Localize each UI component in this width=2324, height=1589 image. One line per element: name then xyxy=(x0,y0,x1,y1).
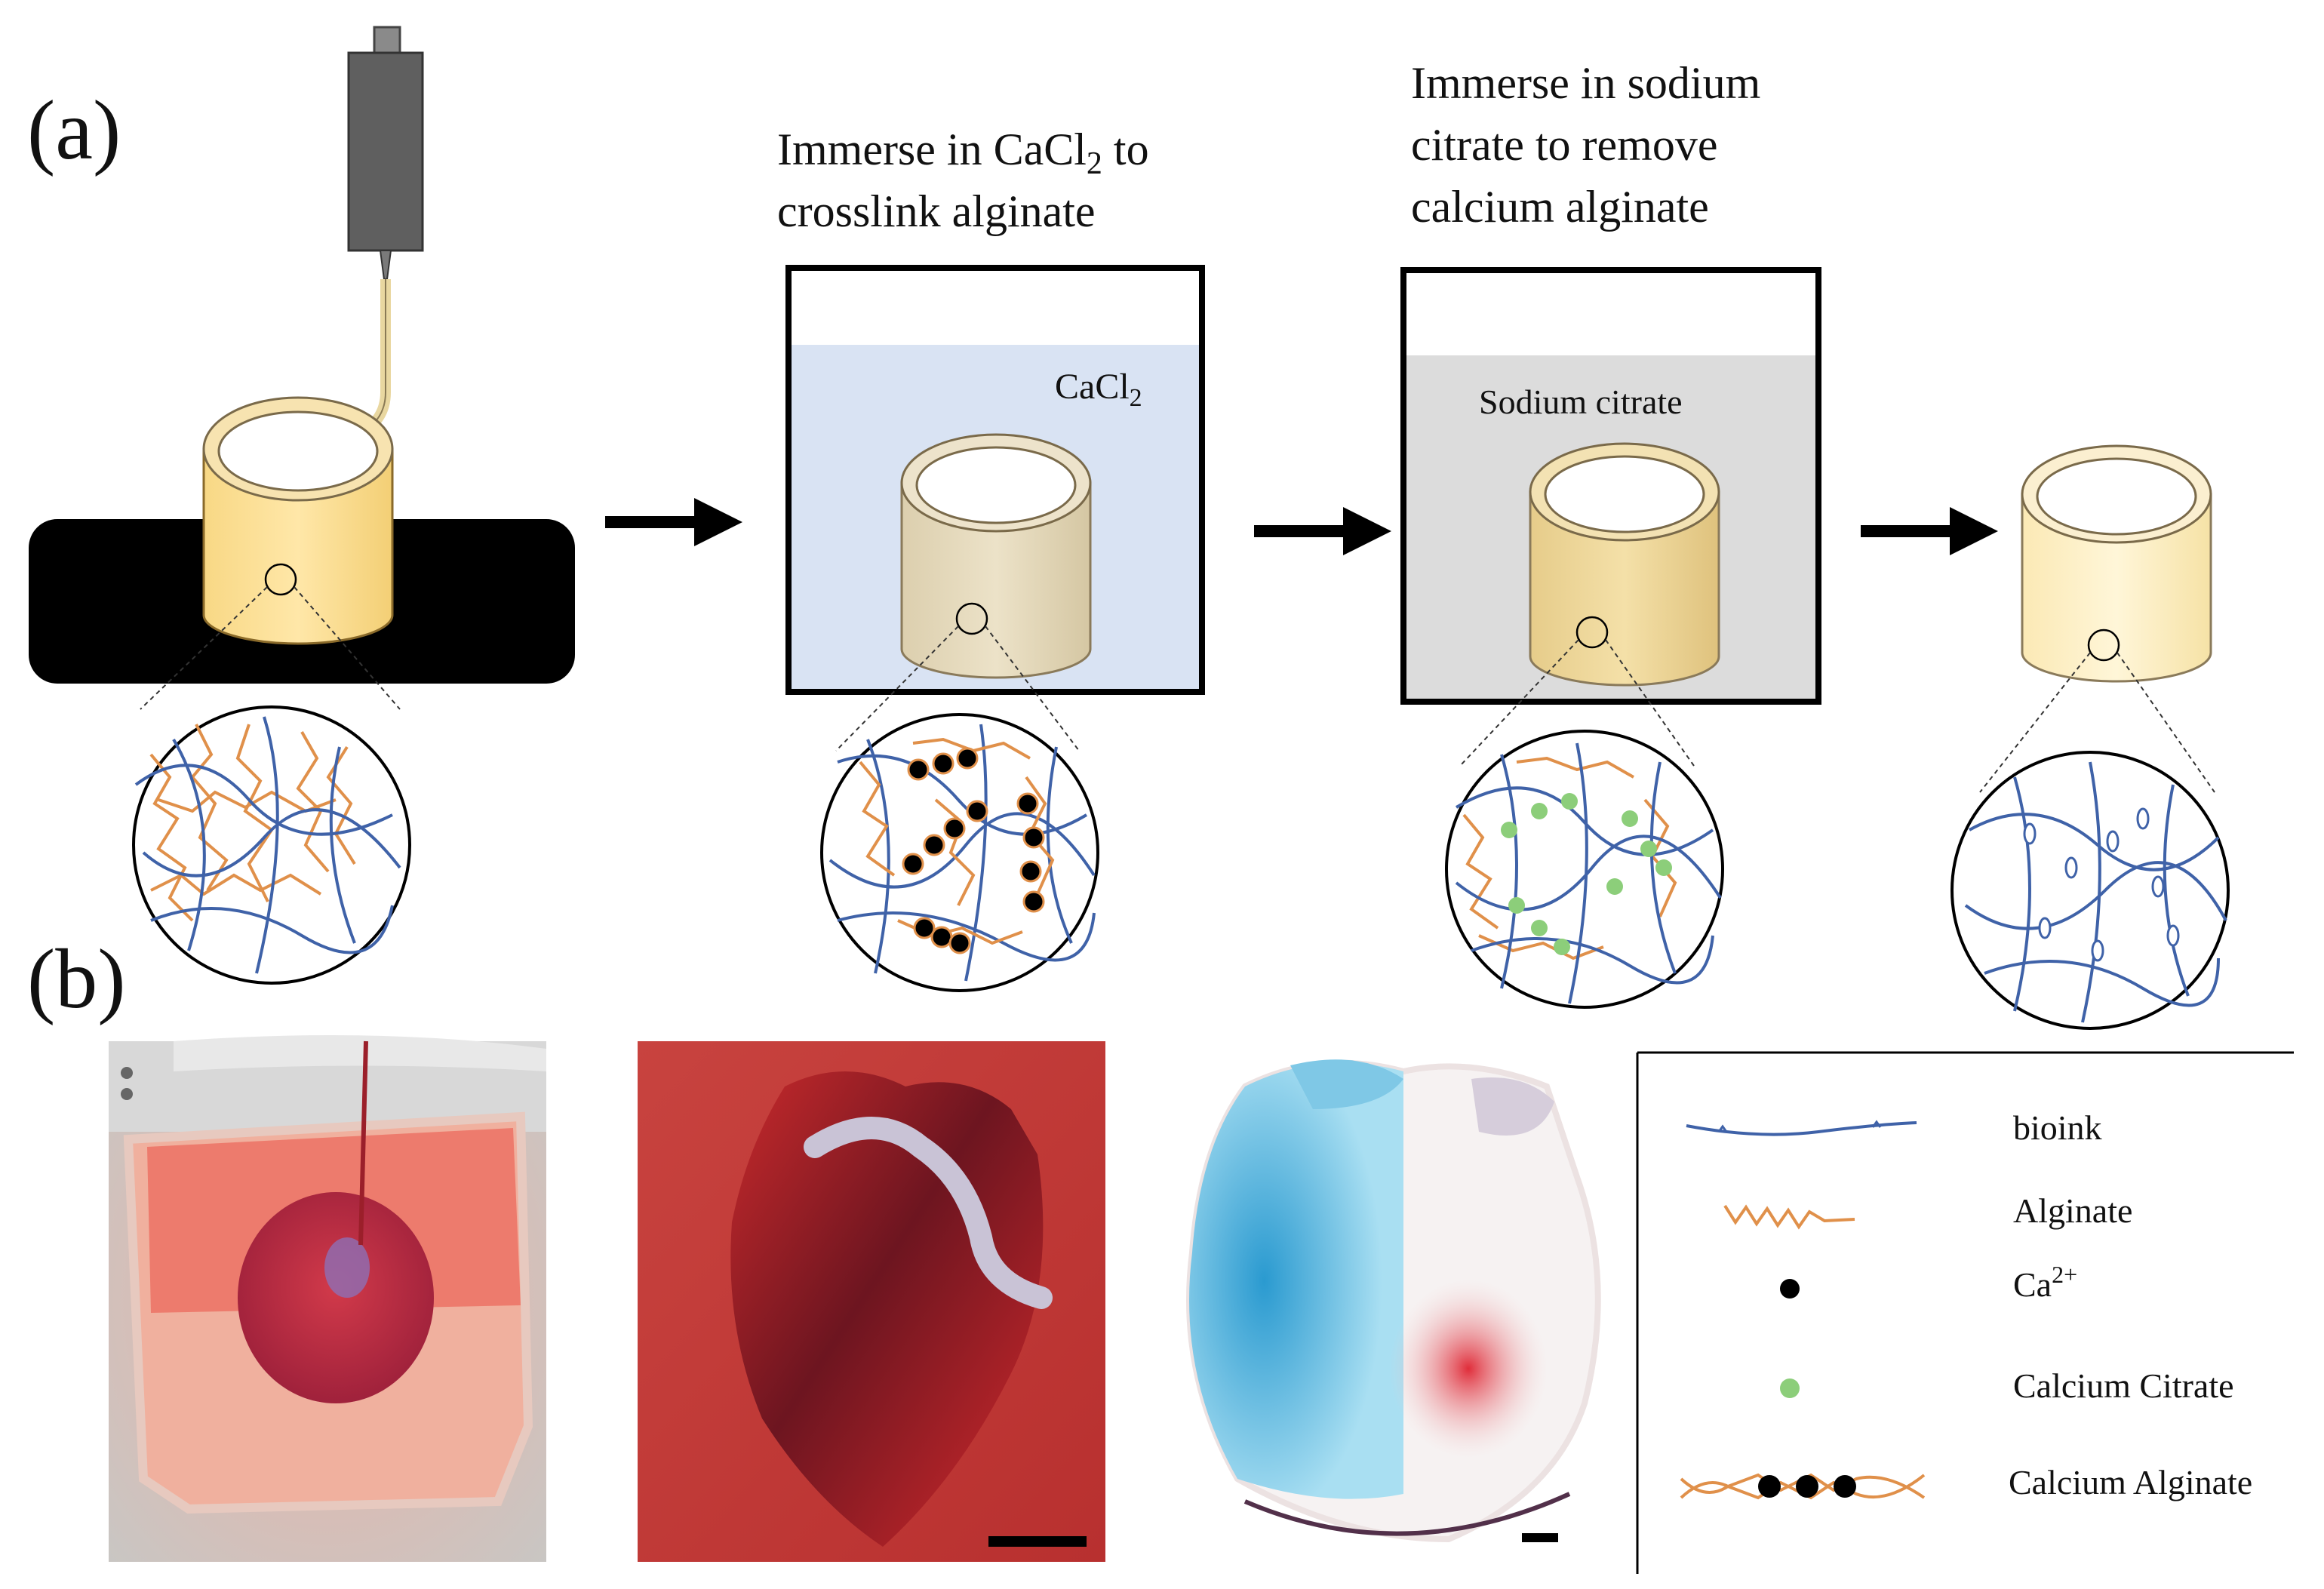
zoom-circle-final xyxy=(1950,751,2230,1030)
zoom-circle-printed xyxy=(132,705,411,985)
photo-final-heart xyxy=(1186,1059,1601,1543)
legend-calcium-label: Ca2+ xyxy=(2013,1261,2077,1304)
legend-calcium-symbol xyxy=(1780,1279,1800,1299)
cacl2-bath-label: CaCl2 xyxy=(1055,367,1142,412)
printed-heart-in-bath xyxy=(238,1192,434,1403)
step3-citrate: Immerse in sodium citrate to remove calc… xyxy=(1400,58,1821,1009)
network-printed xyxy=(134,716,401,974)
legend-calcium-citrate-symbol xyxy=(1780,1378,1800,1398)
panel-label-b: (b) xyxy=(27,933,126,1026)
legend: bioink Alginate Ca2+ Calcium Citrate Cal… xyxy=(1636,1051,2294,1574)
step2-caption-line2: crosslink alginate xyxy=(777,186,1096,236)
network-citrate xyxy=(1455,742,1722,1004)
printed-cylinder xyxy=(202,447,394,645)
legend-alginate-label: Alginate xyxy=(2013,1191,2132,1230)
step2-crosslink: Immerse in CaCl2 to crosslink alginate C… xyxy=(777,124,1205,992)
step3-caption-line2: citrate to remove xyxy=(1411,120,1717,170)
step4-final xyxy=(1950,444,2230,1030)
step3-caption-line3: calcium alginate xyxy=(1411,182,1709,232)
legend-calcium-alginate-symbol xyxy=(1680,1473,1926,1500)
photo-printing-in-bath xyxy=(109,1035,546,1562)
calcium-citrate-particles xyxy=(1501,793,1672,955)
cacl2-bath-container xyxy=(785,265,1205,695)
legend-calcium-alginate-label: Calcium Alginate xyxy=(2009,1463,2252,1501)
legend-calcium-citrate-label: Calcium Citrate xyxy=(2013,1366,2234,1405)
nozzle-syringe xyxy=(347,51,424,252)
bioink-crosslinks-final xyxy=(2023,807,2180,962)
step1-printing xyxy=(29,26,575,985)
citrate-bath-label: Sodium citrate xyxy=(1479,383,1683,421)
zoom-circle-citrate xyxy=(1445,730,1724,1009)
legend-alginate-symbol xyxy=(1723,1204,1855,1230)
network-final xyxy=(1964,761,2227,1023)
panel-label-a: (a) xyxy=(27,84,121,177)
legend-bioink-symbol xyxy=(1686,1121,1917,1136)
step2-caption-line1: Immerse in CaCl2 to xyxy=(777,124,1149,181)
scale-bar-2 xyxy=(1522,1533,1558,1542)
network-crosslinked xyxy=(828,724,1096,982)
calcium-ions-crosslinked xyxy=(902,747,1045,954)
scale-bar-1 xyxy=(988,1536,1087,1547)
step3-caption-line1: Immerse in sodium xyxy=(1411,58,1760,108)
citrate-bath-container xyxy=(1400,267,1821,705)
crosslinked-cylinder xyxy=(900,481,1092,679)
nozzle-tip xyxy=(379,250,392,280)
nozzle-cap xyxy=(373,26,401,56)
photo-printed-heart xyxy=(638,1041,1105,1562)
final-cylinder xyxy=(2021,493,2212,683)
legend-bioink-label: bioink xyxy=(2013,1108,2102,1147)
